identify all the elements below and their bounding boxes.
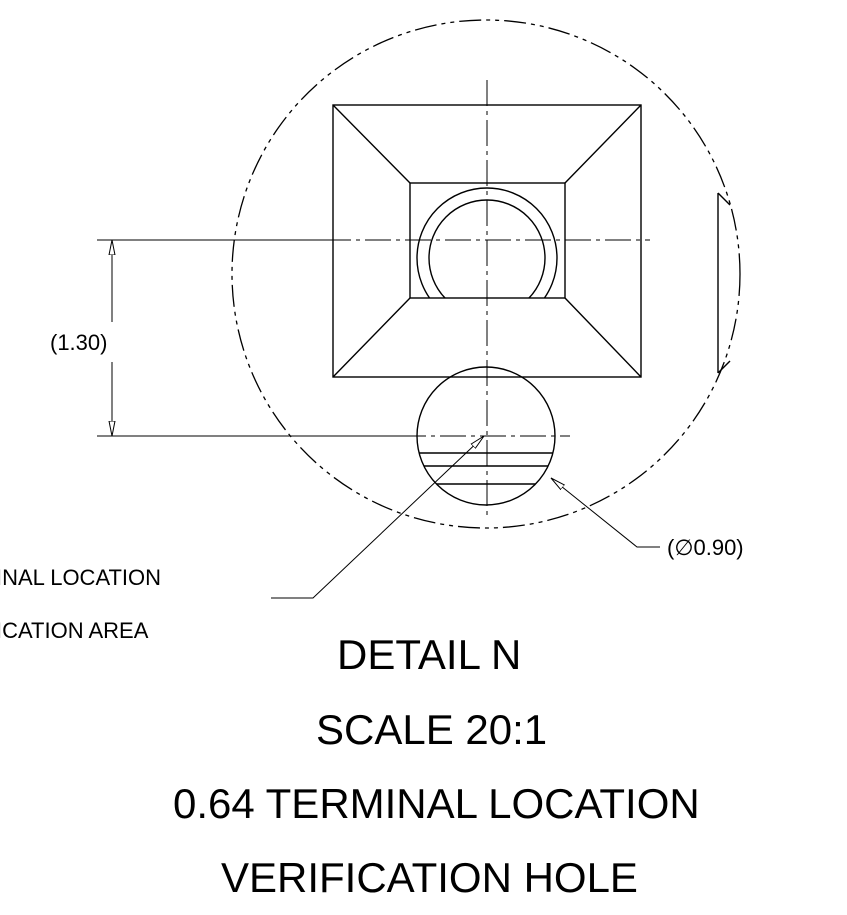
detail-feature-name: 0.64 TERMINAL LOCATION xyxy=(173,780,700,827)
centerlines xyxy=(325,80,650,520)
chamfer-lines xyxy=(332,104,642,378)
height-dimension-label: (1.30) xyxy=(50,330,107,355)
detail-title: DETAIL N xyxy=(337,631,521,678)
height-dimension xyxy=(97,239,408,437)
verification-area-label: ICATION AREA xyxy=(0,618,149,643)
diameter-leader xyxy=(551,478,660,548)
detail-boundary-circle xyxy=(231,19,741,529)
verification-area-lines xyxy=(417,452,555,485)
detail-feature-type: VERIFICATION HOLE xyxy=(221,854,638,901)
terminal-location-label: INAL LOCATION xyxy=(0,565,161,590)
detail-scale: SCALE 20:1 xyxy=(316,706,547,753)
diameter-label: (∅0.90) xyxy=(667,535,744,560)
terminal-location-leader xyxy=(271,436,484,599)
adjacent-feature-edge xyxy=(717,192,731,374)
